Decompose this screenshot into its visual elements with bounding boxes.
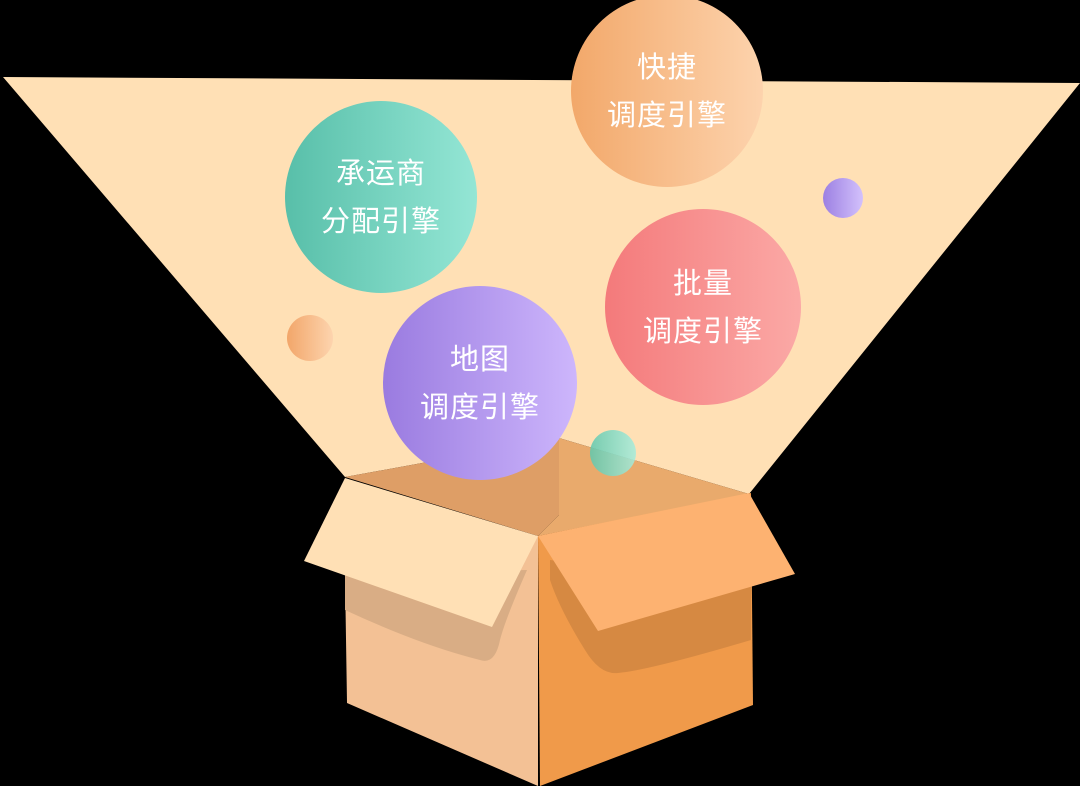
- teal-decor-dot: [590, 430, 636, 476]
- bubble-line1: 批量: [672, 266, 733, 300]
- box-left-flap: [304, 478, 538, 627]
- funnel-shape: [3, 77, 1080, 494]
- bubble-batch-dispatch-engine: 批量 调度引擎: [605, 209, 801, 405]
- purple-decor-dot: [823, 178, 863, 218]
- bubble-line2: 分配引擎: [320, 204, 441, 238]
- bubble-line2: 调度引擎: [642, 314, 763, 348]
- box-right-flap: [538, 493, 795, 631]
- bubble-line1: 快捷: [636, 50, 697, 84]
- bubble-quick-dispatch-engine: 快捷 调度引擎: [571, 0, 763, 187]
- bubble-line2: 调度引擎: [606, 98, 727, 132]
- bubble-line2: 调度引擎: [419, 390, 540, 424]
- bubble-line1: 地图: [449, 342, 510, 376]
- bubble-line1: 承运商: [335, 156, 426, 190]
- box-inner-right-wall: [538, 438, 749, 536]
- bubble-carrier-allocation-engine: 承运商 分配引擎: [285, 101, 477, 293]
- orange-decor-dot: [287, 315, 333, 361]
- bubble-map-dispatch-engine: 地图 调度引擎: [383, 286, 577, 480]
